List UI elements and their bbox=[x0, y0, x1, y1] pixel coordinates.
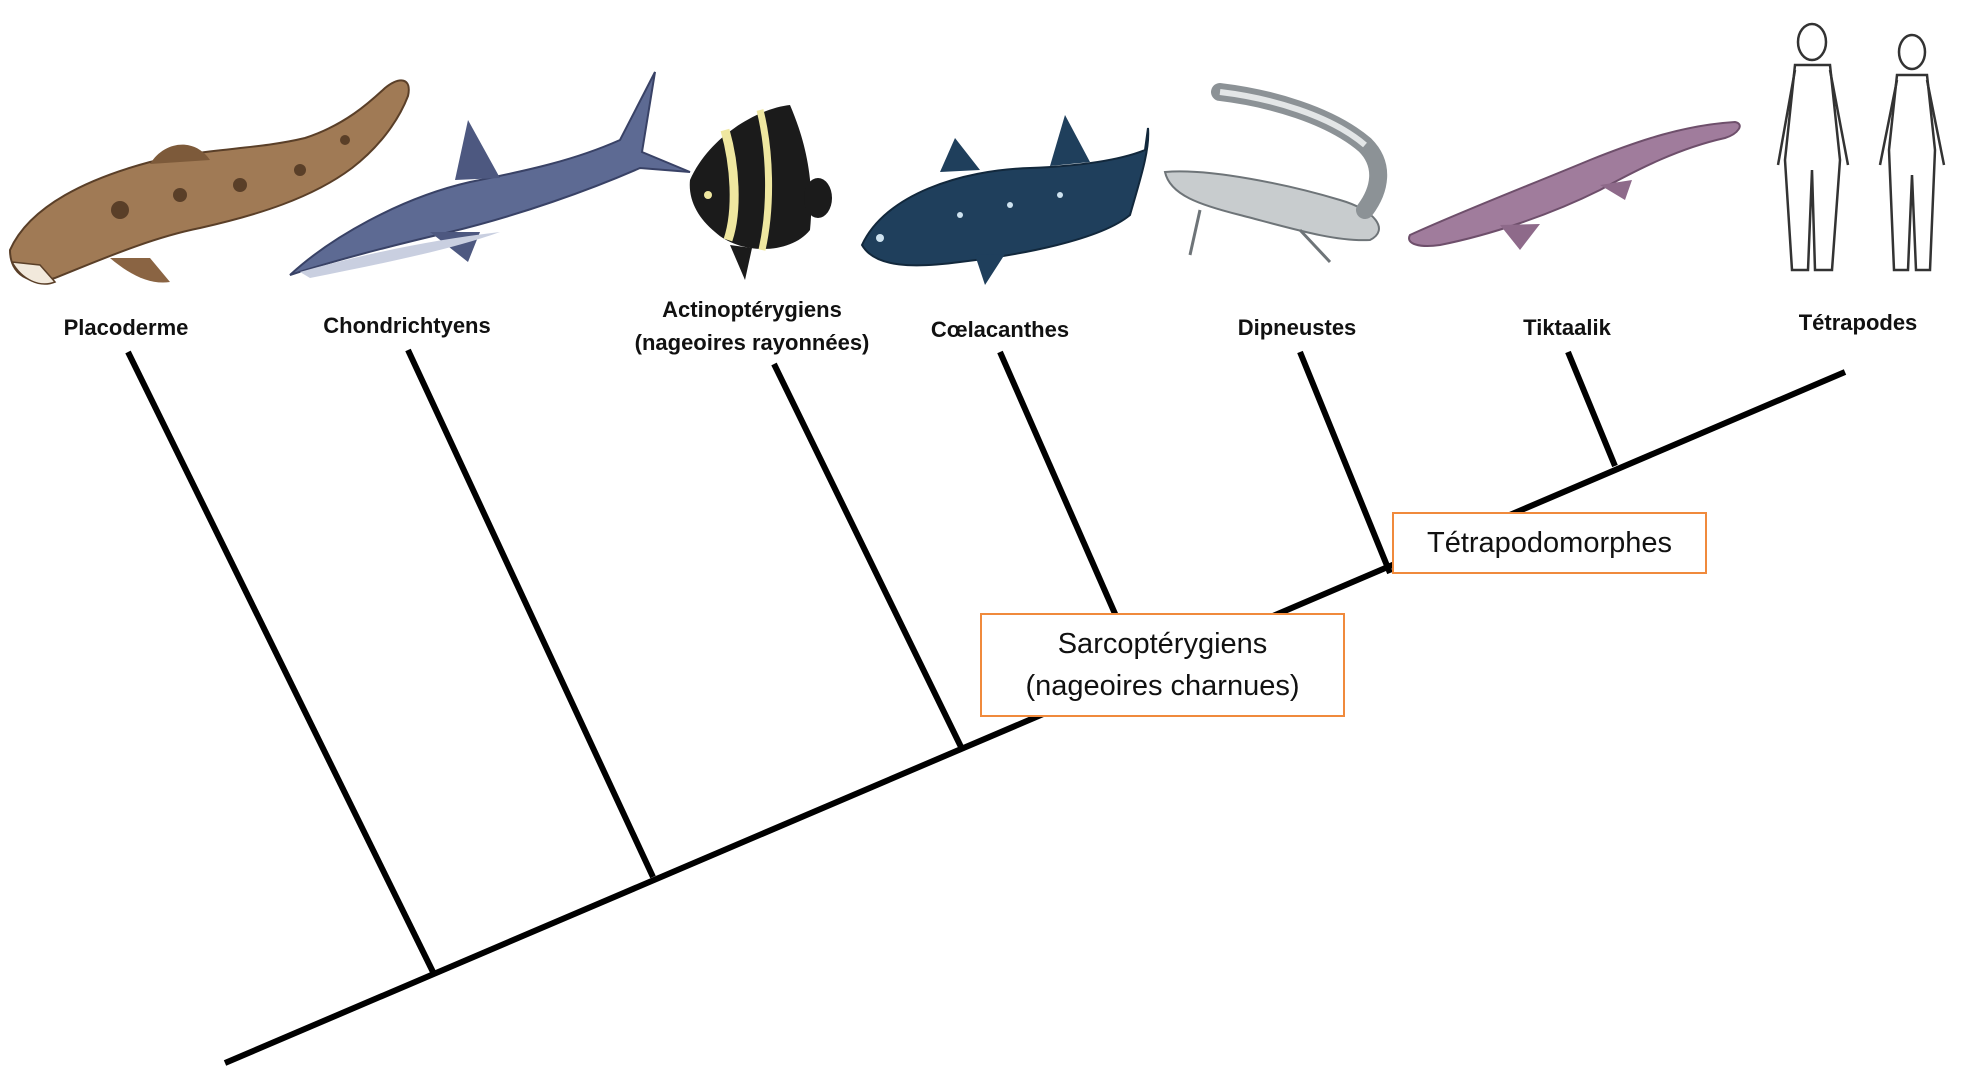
taxon-label-line: Dipneustes bbox=[1237, 315, 1357, 340]
branch-placoderme bbox=[125, 350, 436, 974]
lungfish-illustration bbox=[1163, 83, 1388, 264]
clade-box-sarcopterygiens: Sarcoptérygiens (nageoires charnues) bbox=[980, 613, 1345, 717]
taxon-label-line: (nageoires rayonnées) bbox=[634, 330, 870, 355]
clade-label-line: (nageoires charnues) bbox=[1025, 670, 1300, 702]
clade-label-line: Sarcoptérygiens bbox=[1057, 627, 1268, 660]
branch-actinopterygiens bbox=[771, 362, 966, 753]
clade-label-line: Tétrapodomorphes bbox=[1426, 526, 1673, 559]
taxon-illustrations bbox=[8, 22, 1946, 285]
coelacanth-illustration bbox=[860, 115, 1150, 285]
taxon-label-actinopterygiens: Actinoptérygiens (nageoires rayonnées) bbox=[635, 293, 870, 359]
clade-box-tetrapodomorphes: Tétrapodomorphes bbox=[1392, 512, 1707, 574]
taxon-label-tiktaalik: Tiktaalik bbox=[1523, 311, 1611, 344]
branch-dipneustes bbox=[1297, 350, 1393, 575]
taxon-label-dipneustes: Dipneustes bbox=[1238, 311, 1357, 344]
branch-coelacanthes bbox=[997, 350, 1119, 618]
taxon-label-tetrapodes: Tétrapodes bbox=[1799, 306, 1918, 339]
branch-tiktaalik bbox=[1565, 350, 1618, 468]
taxon-label-line: Chondrichtyens bbox=[323, 313, 491, 338]
placoderm-fish-illustration bbox=[8, 79, 410, 285]
taxon-label-line: Placoderme bbox=[63, 315, 189, 340]
taxon-label-line: Cœlacanthes bbox=[930, 317, 1070, 342]
taxon-label-line: Tétrapodes bbox=[1798, 310, 1918, 335]
taxon-label-coelacanthes: Cœlacanthes bbox=[931, 313, 1069, 346]
tiktaalik-illustration bbox=[1408, 120, 1741, 250]
taxon-label-placoderme: Placoderme bbox=[64, 311, 189, 344]
angelfish-illustration bbox=[689, 105, 832, 280]
shark-illustration bbox=[289, 71, 691, 278]
taxon-label-line: Tiktaalik bbox=[1523, 315, 1611, 340]
taxon-label-line: Actinoptérygiens bbox=[662, 297, 842, 322]
taxon-label-chondrichtyens: Chondrichtyens bbox=[323, 309, 490, 342]
branch-chondrichtyens bbox=[405, 348, 656, 879]
human-figures-illustration bbox=[1776, 22, 1946, 272]
tree-trunk bbox=[223, 369, 1847, 1066]
